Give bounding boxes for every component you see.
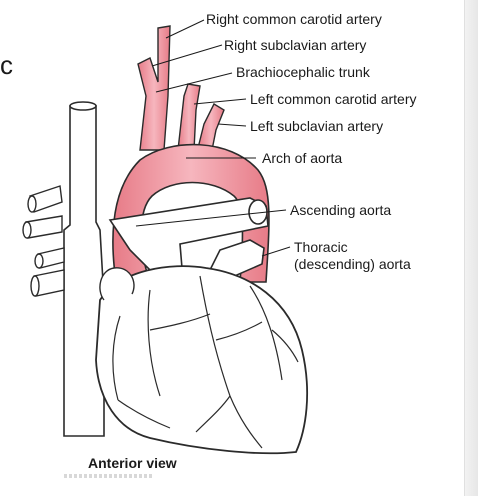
- aortic-branches: [137, 25, 225, 151]
- right-auricle: [99, 267, 135, 301]
- page-edge-strip: [464, 0, 478, 496]
- label-right-common-carotid-artery: Right common carotid artery: [206, 11, 382, 27]
- pulmonary-vein-stubs: [22, 185, 65, 297]
- leader-lines: [135, 19, 291, 257]
- label-left-subclavian-artery: Left subclavian artery: [250, 118, 384, 134]
- label-ascending-aorta: Ascending aorta: [290, 202, 392, 218]
- aorta: [112, 143, 270, 283]
- coronary-vessels: [112, 275, 299, 449]
- label-arch-of-aorta: Arch of aorta: [262, 150, 343, 166]
- caption-anterior-view: Anterior view: [88, 455, 177, 471]
- label-left-common-carotid-artery: Left common carotid artery: [250, 91, 417, 107]
- left-common-carotid: [177, 83, 201, 151]
- label-thoracic-line1: Thoracic: [294, 239, 348, 255]
- left-subclavian: [197, 103, 225, 151]
- label-thoracic-line2: (descending) aorta: [294, 256, 411, 272]
- superior-vena-cava: [63, 101, 105, 437]
- label-right-subclavian-artery: Right subclavian artery: [224, 37, 367, 53]
- copyright-fine-print: [64, 474, 154, 478]
- cropped-text-fragment: c: [0, 50, 13, 80]
- label-brachiocephalic-trunk: Brachiocephalic trunk: [236, 64, 370, 80]
- brachiocephalic-trunk: [137, 25, 171, 151]
